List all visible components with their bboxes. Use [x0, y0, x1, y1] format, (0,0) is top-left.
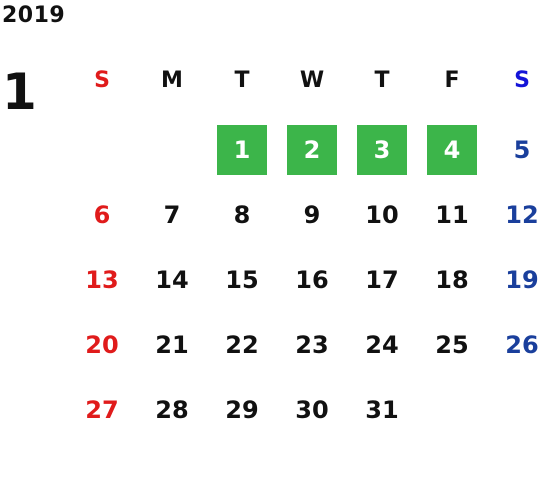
date-cell-1[interactable]: 1 — [207, 120, 277, 180]
date-cell-9[interactable]: 9 — [277, 185, 347, 245]
date-number: 7 — [163, 201, 181, 229]
weekday-tuesday: T — [234, 68, 250, 93]
date-cell-11[interactable]: 11 — [417, 185, 487, 245]
date-number: 21 — [155, 331, 189, 359]
date-cell-21[interactable]: 21 — [137, 315, 207, 375]
date-number: 19 — [505, 266, 539, 294]
date-number: 31 — [365, 396, 399, 424]
date-number: 29 — [225, 396, 259, 424]
weekday-saturday: S — [514, 68, 530, 93]
date-number: 30 — [295, 396, 329, 424]
weekday-wednesday: W — [299, 68, 325, 93]
date-number: 12 — [505, 201, 539, 229]
date-number: 20 — [85, 331, 119, 359]
date-cell-17[interactable]: 17 — [347, 250, 417, 310]
date-number: 10 — [365, 201, 399, 229]
date-number: 14 — [155, 266, 189, 294]
date-number: 9 — [303, 201, 321, 229]
date-number: 15 — [225, 266, 259, 294]
weekday-header: S M T W T F S — [67, 62, 548, 100]
date-cell-6[interactable]: 6 — [67, 185, 137, 245]
date-cell-22[interactable]: 22 — [207, 315, 277, 375]
date-number: 22 — [225, 331, 259, 359]
date-number: 1 — [233, 136, 251, 164]
date-number: 5 — [513, 136, 531, 164]
date-number: 25 — [435, 331, 469, 359]
date-cell-13[interactable]: 13 — [67, 250, 137, 310]
weekday-monday: M — [161, 68, 183, 93]
date-cell-5[interactable]: 5 — [487, 120, 548, 180]
date-cell-12[interactable]: 12 — [487, 185, 548, 245]
date-number: 11 — [435, 201, 469, 229]
date-cell-27[interactable]: 27 — [67, 380, 137, 440]
date-cell-2[interactable]: 2 — [277, 120, 347, 180]
date-number: 6 — [93, 201, 111, 229]
month-label: 1 — [2, 63, 37, 121]
date-number: 24 — [365, 331, 399, 359]
date-number: 23 — [295, 331, 329, 359]
holiday-highlight — [217, 125, 267, 175]
date-cell-16[interactable]: 16 — [277, 250, 347, 310]
date-cell-31[interactable]: 31 — [347, 380, 417, 440]
date-cell-8[interactable]: 8 — [207, 185, 277, 245]
date-cell-26[interactable]: 26 — [487, 315, 548, 375]
date-number: 28 — [155, 396, 189, 424]
date-cell-10[interactable]: 10 — [347, 185, 417, 245]
date-cell-25[interactable]: 25 — [417, 315, 487, 375]
date-cell-24[interactable]: 24 — [347, 315, 417, 375]
weekday-friday: F — [444, 68, 460, 93]
date-number: 16 — [295, 266, 329, 294]
date-number: 2 — [303, 136, 321, 164]
date-cell-7[interactable]: 7 — [137, 185, 207, 245]
date-cell-3[interactable]: 3 — [347, 120, 417, 180]
holiday-highlight — [427, 125, 477, 175]
date-cell-20[interactable]: 20 — [67, 315, 137, 375]
date-cell-30[interactable]: 30 — [277, 380, 347, 440]
date-cell-29[interactable]: 29 — [207, 380, 277, 440]
date-cell-28[interactable]: 28 — [137, 380, 207, 440]
date-cell-23[interactable]: 23 — [277, 315, 347, 375]
date-number: 17 — [365, 266, 399, 294]
date-cell-19[interactable]: 19 — [487, 250, 548, 310]
date-number: 18 — [435, 266, 469, 294]
date-number: 8 — [233, 201, 251, 229]
weekday-thursday: T — [374, 68, 390, 93]
date-number: 26 — [505, 331, 539, 359]
date-number: 13 — [85, 266, 119, 294]
date-cell-4[interactable]: 4 — [417, 120, 487, 180]
holiday-highlight — [287, 125, 337, 175]
date-number: 4 — [443, 136, 461, 164]
weekday-sunday: S — [94, 68, 110, 93]
date-cell-14[interactable]: 14 — [137, 250, 207, 310]
year-label: 2019 — [2, 3, 66, 28]
date-cell-18[interactable]: 18 — [417, 250, 487, 310]
date-number: 27 — [85, 396, 119, 424]
holiday-highlight — [357, 125, 407, 175]
date-cell-15[interactable]: 15 — [207, 250, 277, 310]
date-number: 3 — [373, 136, 391, 164]
